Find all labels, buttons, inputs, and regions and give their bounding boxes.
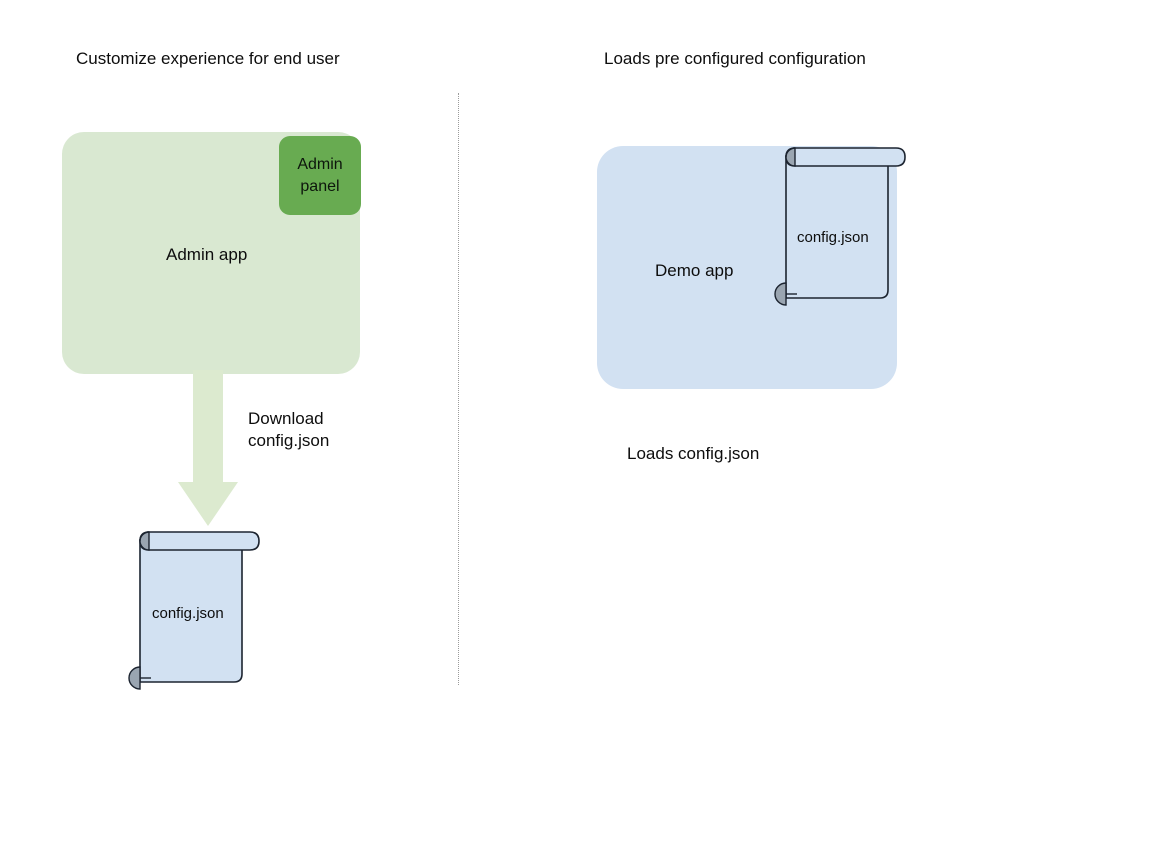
config-json-label-right: config.json	[797, 229, 869, 246]
download-arrow-icon	[178, 370, 238, 526]
column-divider	[458, 93, 459, 685]
config-json-document-right	[774, 147, 906, 306]
config-json-document-left	[128, 531, 260, 690]
demo-app-label: Demo app	[655, 261, 734, 280]
download-arrow-label: Download config.json	[248, 409, 330, 450]
right-column-title: Loads pre configured configuration	[604, 49, 866, 68]
admin-panel-label: Admin panel	[297, 155, 343, 195]
left-column-title: Customize experience for end user	[76, 49, 340, 68]
config-json-label-left: config.json	[152, 605, 224, 622]
admin-panel-badge[interactable]: Admin panel	[279, 136, 361, 215]
loads-config-caption: Loads config.json	[627, 444, 760, 463]
admin-app-label: Admin app	[166, 245, 248, 264]
